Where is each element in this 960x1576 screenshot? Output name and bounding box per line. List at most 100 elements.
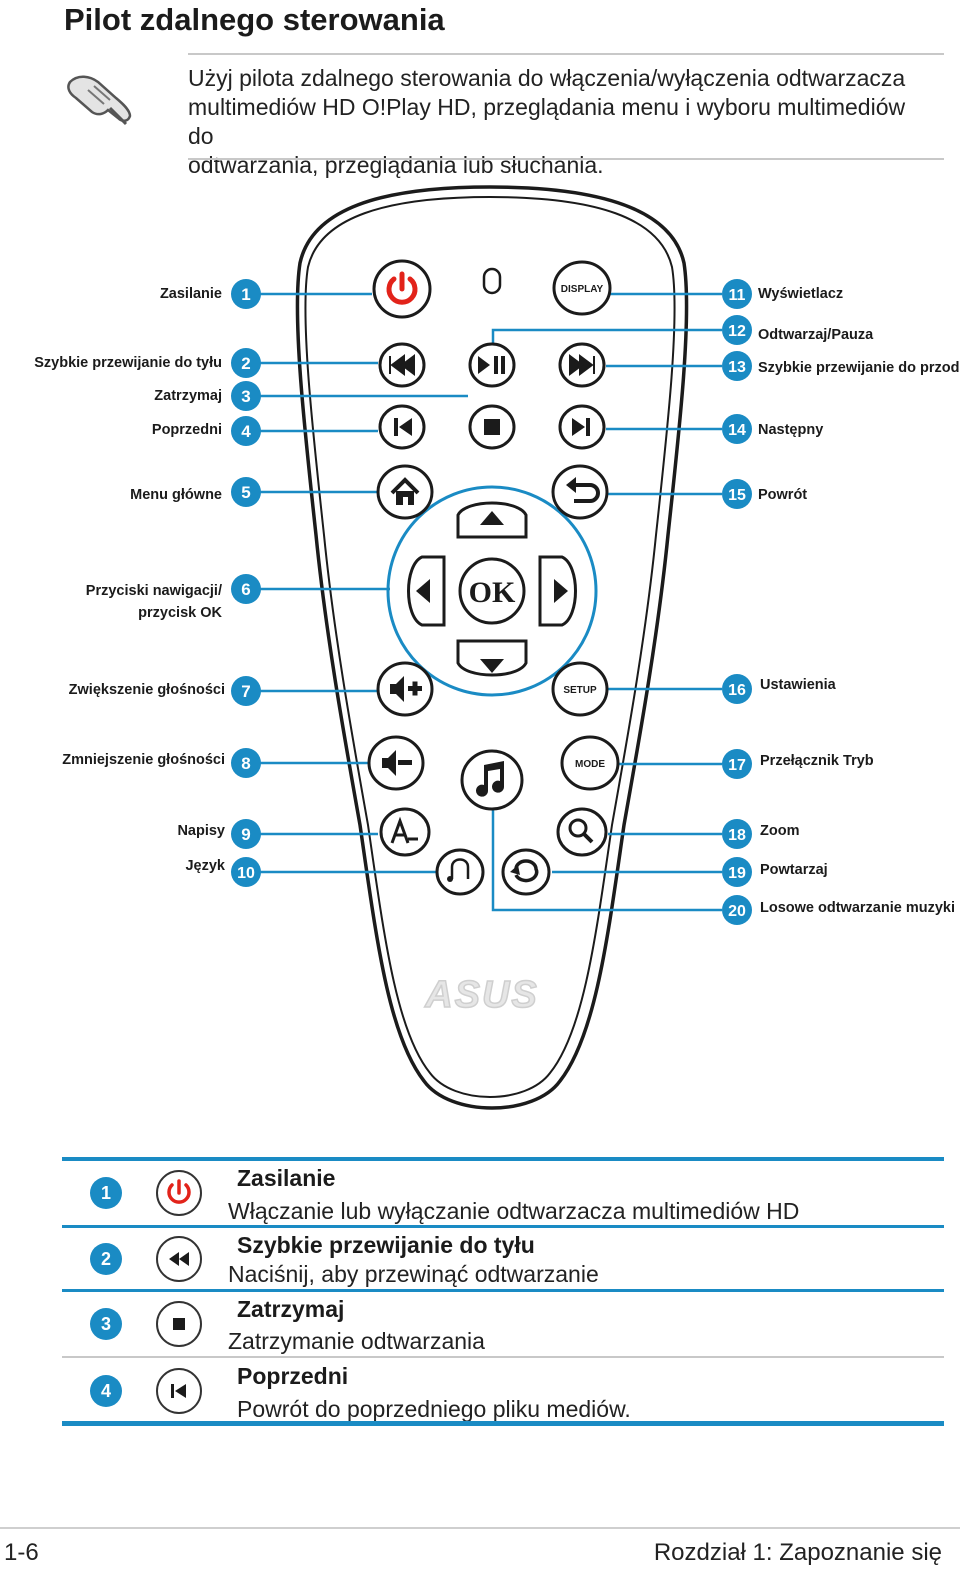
svg-text:10: 10 <box>237 865 255 882</box>
label-return: Powrót <box>758 487 808 503</box>
rewind-icon <box>389 354 415 376</box>
badge-7: 7 <box>231 676 261 706</box>
setup-button[interactable]: SETUP <box>551 661 609 717</box>
svg-text:8: 8 <box>241 754 250 773</box>
table-rule-bottom <box>62 1421 944 1426</box>
label-subtitle: Napisy <box>177 823 225 839</box>
page-title: Pilot zdalnego sterowania <box>64 2 445 37</box>
svg-text:7: 7 <box>241 682 250 701</box>
nav-right-button[interactable] <box>538 555 577 627</box>
nav-down-button[interactable] <box>456 639 528 677</box>
nav-left-button[interactable] <box>407 555 446 627</box>
subtitle-button[interactable] <box>379 807 431 857</box>
repeat-button[interactable] <box>501 848 551 896</box>
table-rule <box>62 1225 944 1228</box>
label-repeat: Powtarzaj <box>760 862 828 878</box>
row-title: Zasilanie <box>237 1165 336 1191</box>
return-icon <box>566 477 600 503</box>
stop-icon <box>484 419 500 435</box>
previous-button[interactable] <box>378 404 426 450</box>
svg-text:1: 1 <box>241 285 250 304</box>
home-button[interactable] <box>376 464 434 520</box>
svg-text:13: 13 <box>728 359 746 376</box>
footer-rule <box>0 1527 960 1529</box>
play-pause-button[interactable] <box>468 342 516 388</box>
stop-button[interactable] <box>468 404 516 450</box>
label-next: Następny <box>758 422 824 438</box>
asus-logo: ASUS <box>424 974 539 1016</box>
zoom-icon <box>568 818 594 844</box>
page-number: 1-6 <box>4 1539 39 1566</box>
badge-5: 5 <box>231 477 261 507</box>
label-volume-up: Zwiększenie głośności <box>68 682 225 698</box>
arrow-left-icon <box>416 579 430 603</box>
return-button[interactable] <box>551 464 609 520</box>
badge-19: 19 <box>722 857 752 887</box>
svg-text:11: 11 <box>729 287 746 304</box>
label-language: Język <box>185 858 225 874</box>
next-button[interactable] <box>558 404 606 450</box>
svg-text:3: 3 <box>241 387 250 406</box>
volume-up-icon <box>390 676 422 702</box>
previous-icon <box>156 1368 202 1414</box>
fast-forward-icon <box>569 354 595 376</box>
arrow-right-icon <box>554 579 568 603</box>
volume-down-button[interactable] <box>367 735 425 791</box>
repeat-icon <box>510 859 539 883</box>
row-desc: Naciśnij, aby przewinąć odtwarzanie <box>228 1261 599 1287</box>
badge-14: 14 <box>722 414 752 444</box>
row-badge: 2 <box>90 1243 122 1275</box>
display-button-text: DISPLAY <box>561 284 604 295</box>
row-desc: Zatrzymanie odtwarzania <box>228 1328 485 1354</box>
svg-text:18: 18 <box>728 827 746 844</box>
row-title: Zatrzymaj <box>237 1296 345 1322</box>
intro-rule-top <box>188 53 944 55</box>
label-rewind: Szybkie przewijanie do tyłu <box>34 355 222 371</box>
row-badge: 4 <box>90 1375 122 1407</box>
table-rule <box>62 1356 944 1358</box>
label-volume-down: Zmniejszenie głośności <box>62 752 225 768</box>
svg-text:4: 4 <box>241 422 251 441</box>
badges-right: 11 12 13 14 15 16 17 18 19 20 <box>722 279 752 925</box>
rewind-button[interactable] <box>378 342 426 388</box>
table-rule-top <box>62 1157 944 1161</box>
previous-icon <box>394 418 412 436</box>
row-badge: 3 <box>90 1308 122 1340</box>
svg-text:16: 16 <box>728 682 746 699</box>
music-button[interactable] <box>460 749 524 811</box>
mode-button-text: MODE <box>575 759 605 770</box>
svg-text:9: 9 <box>241 825 250 844</box>
intro-rule-bottom <box>188 158 944 160</box>
svg-text:12: 12 <box>728 323 746 340</box>
badge-8: 8 <box>231 748 261 778</box>
badge-3: 3 <box>231 381 261 411</box>
connector-lines <box>260 292 722 912</box>
svg-text:2: 2 <box>241 354 250 373</box>
label-shuffle: Losowe odtwarzanie muzyki <box>760 900 955 916</box>
mode-button[interactable]: MODE <box>560 735 620 791</box>
badge-13: 13 <box>722 351 752 381</box>
nav-up-button[interactable] <box>456 501 528 539</box>
zoom-button[interactable] <box>556 807 608 857</box>
label-play-pause: Odtwarzaj/Pauza <box>758 327 874 343</box>
display-button[interactable]: DISPLAY <box>552 260 612 316</box>
power-button[interactable] <box>372 259 432 319</box>
setup-button-text: SETUP <box>563 685 597 696</box>
row-title: Poprzedni <box>237 1363 349 1389</box>
arrow-down-icon <box>480 659 504 673</box>
label-previous: Poprzedni <box>151 422 222 438</box>
svg-text:20: 20 <box>728 903 746 920</box>
ok-button-text: OK <box>469 576 516 609</box>
label-home-menu: Menu główne <box>130 487 222 503</box>
svg-text:14: 14 <box>728 422 746 439</box>
ok-button[interactable]: OK <box>458 557 526 625</box>
badge-6: 6 <box>231 574 261 604</box>
badge-17: 17 <box>722 749 752 779</box>
svg-text:15: 15 <box>728 487 746 504</box>
label-display: Wyświetlacz <box>758 286 844 302</box>
audio-language-button[interactable] <box>435 848 485 896</box>
fast-forward-button[interactable] <box>558 342 606 388</box>
volume-up-button[interactable] <box>376 661 434 717</box>
note-hand-icon <box>67 75 132 126</box>
subtitle-icon <box>390 816 418 844</box>
